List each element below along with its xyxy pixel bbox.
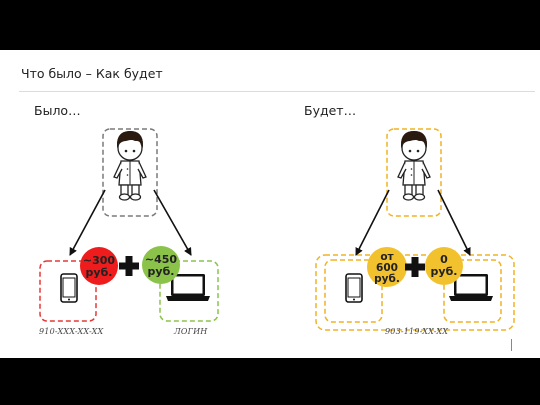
slide: Что было – Как будет Было… Будет…	[0, 50, 540, 358]
badge-line: руб.	[86, 266, 113, 279]
before-phone-number: 910-XXX-XX-XX	[39, 327, 104, 336]
phone-icon	[345, 273, 363, 303]
before-heading: Было…	[34, 103, 81, 118]
badge-line: руб.	[431, 265, 458, 278]
badge-line: руб.	[148, 265, 175, 278]
slide-edge-marker	[511, 339, 512, 351]
arrow-icon	[437, 189, 471, 256]
before-login-label: ЛОГИН	[174, 327, 208, 336]
phone-icon	[60, 273, 78, 303]
arrow-icon	[153, 189, 192, 256]
person-icon	[397, 130, 431, 201]
after-phone-number: 903-119-XX-XX	[385, 327, 449, 336]
after-internet-price-badge: 0 руб.	[425, 247, 463, 285]
arrow-icon	[355, 189, 390, 256]
badge-line: от	[380, 251, 394, 263]
before-internet-price-badge: ~450 руб.	[142, 246, 180, 284]
badge-line: 600	[376, 262, 398, 274]
before-person-box	[102, 128, 158, 217]
after-person-box	[386, 128, 442, 217]
plus-icon	[119, 256, 139, 276]
title-divider	[19, 91, 535, 92]
diagram-canvas: ~300 руб. ~450 руб. от 600 руб. 0 руб	[39, 128, 515, 331]
badge-line: ~300	[83, 254, 116, 267]
after-outer-box	[315, 254, 515, 331]
page-title: Что было – Как будет	[21, 66, 163, 81]
person-icon	[113, 130, 147, 201]
badge-line: ~450	[145, 253, 178, 266]
badge-line: 0	[440, 253, 448, 266]
before-phone-box	[39, 260, 97, 322]
after-heading: Будет…	[304, 103, 357, 118]
after-phone-price-badge: от 600 руб.	[367, 247, 407, 287]
arrow-icon	[69, 189, 106, 256]
before-phone-price-badge: ~300 руб.	[80, 247, 118, 285]
plus-icon	[405, 257, 425, 277]
badge-line: руб.	[374, 273, 400, 285]
